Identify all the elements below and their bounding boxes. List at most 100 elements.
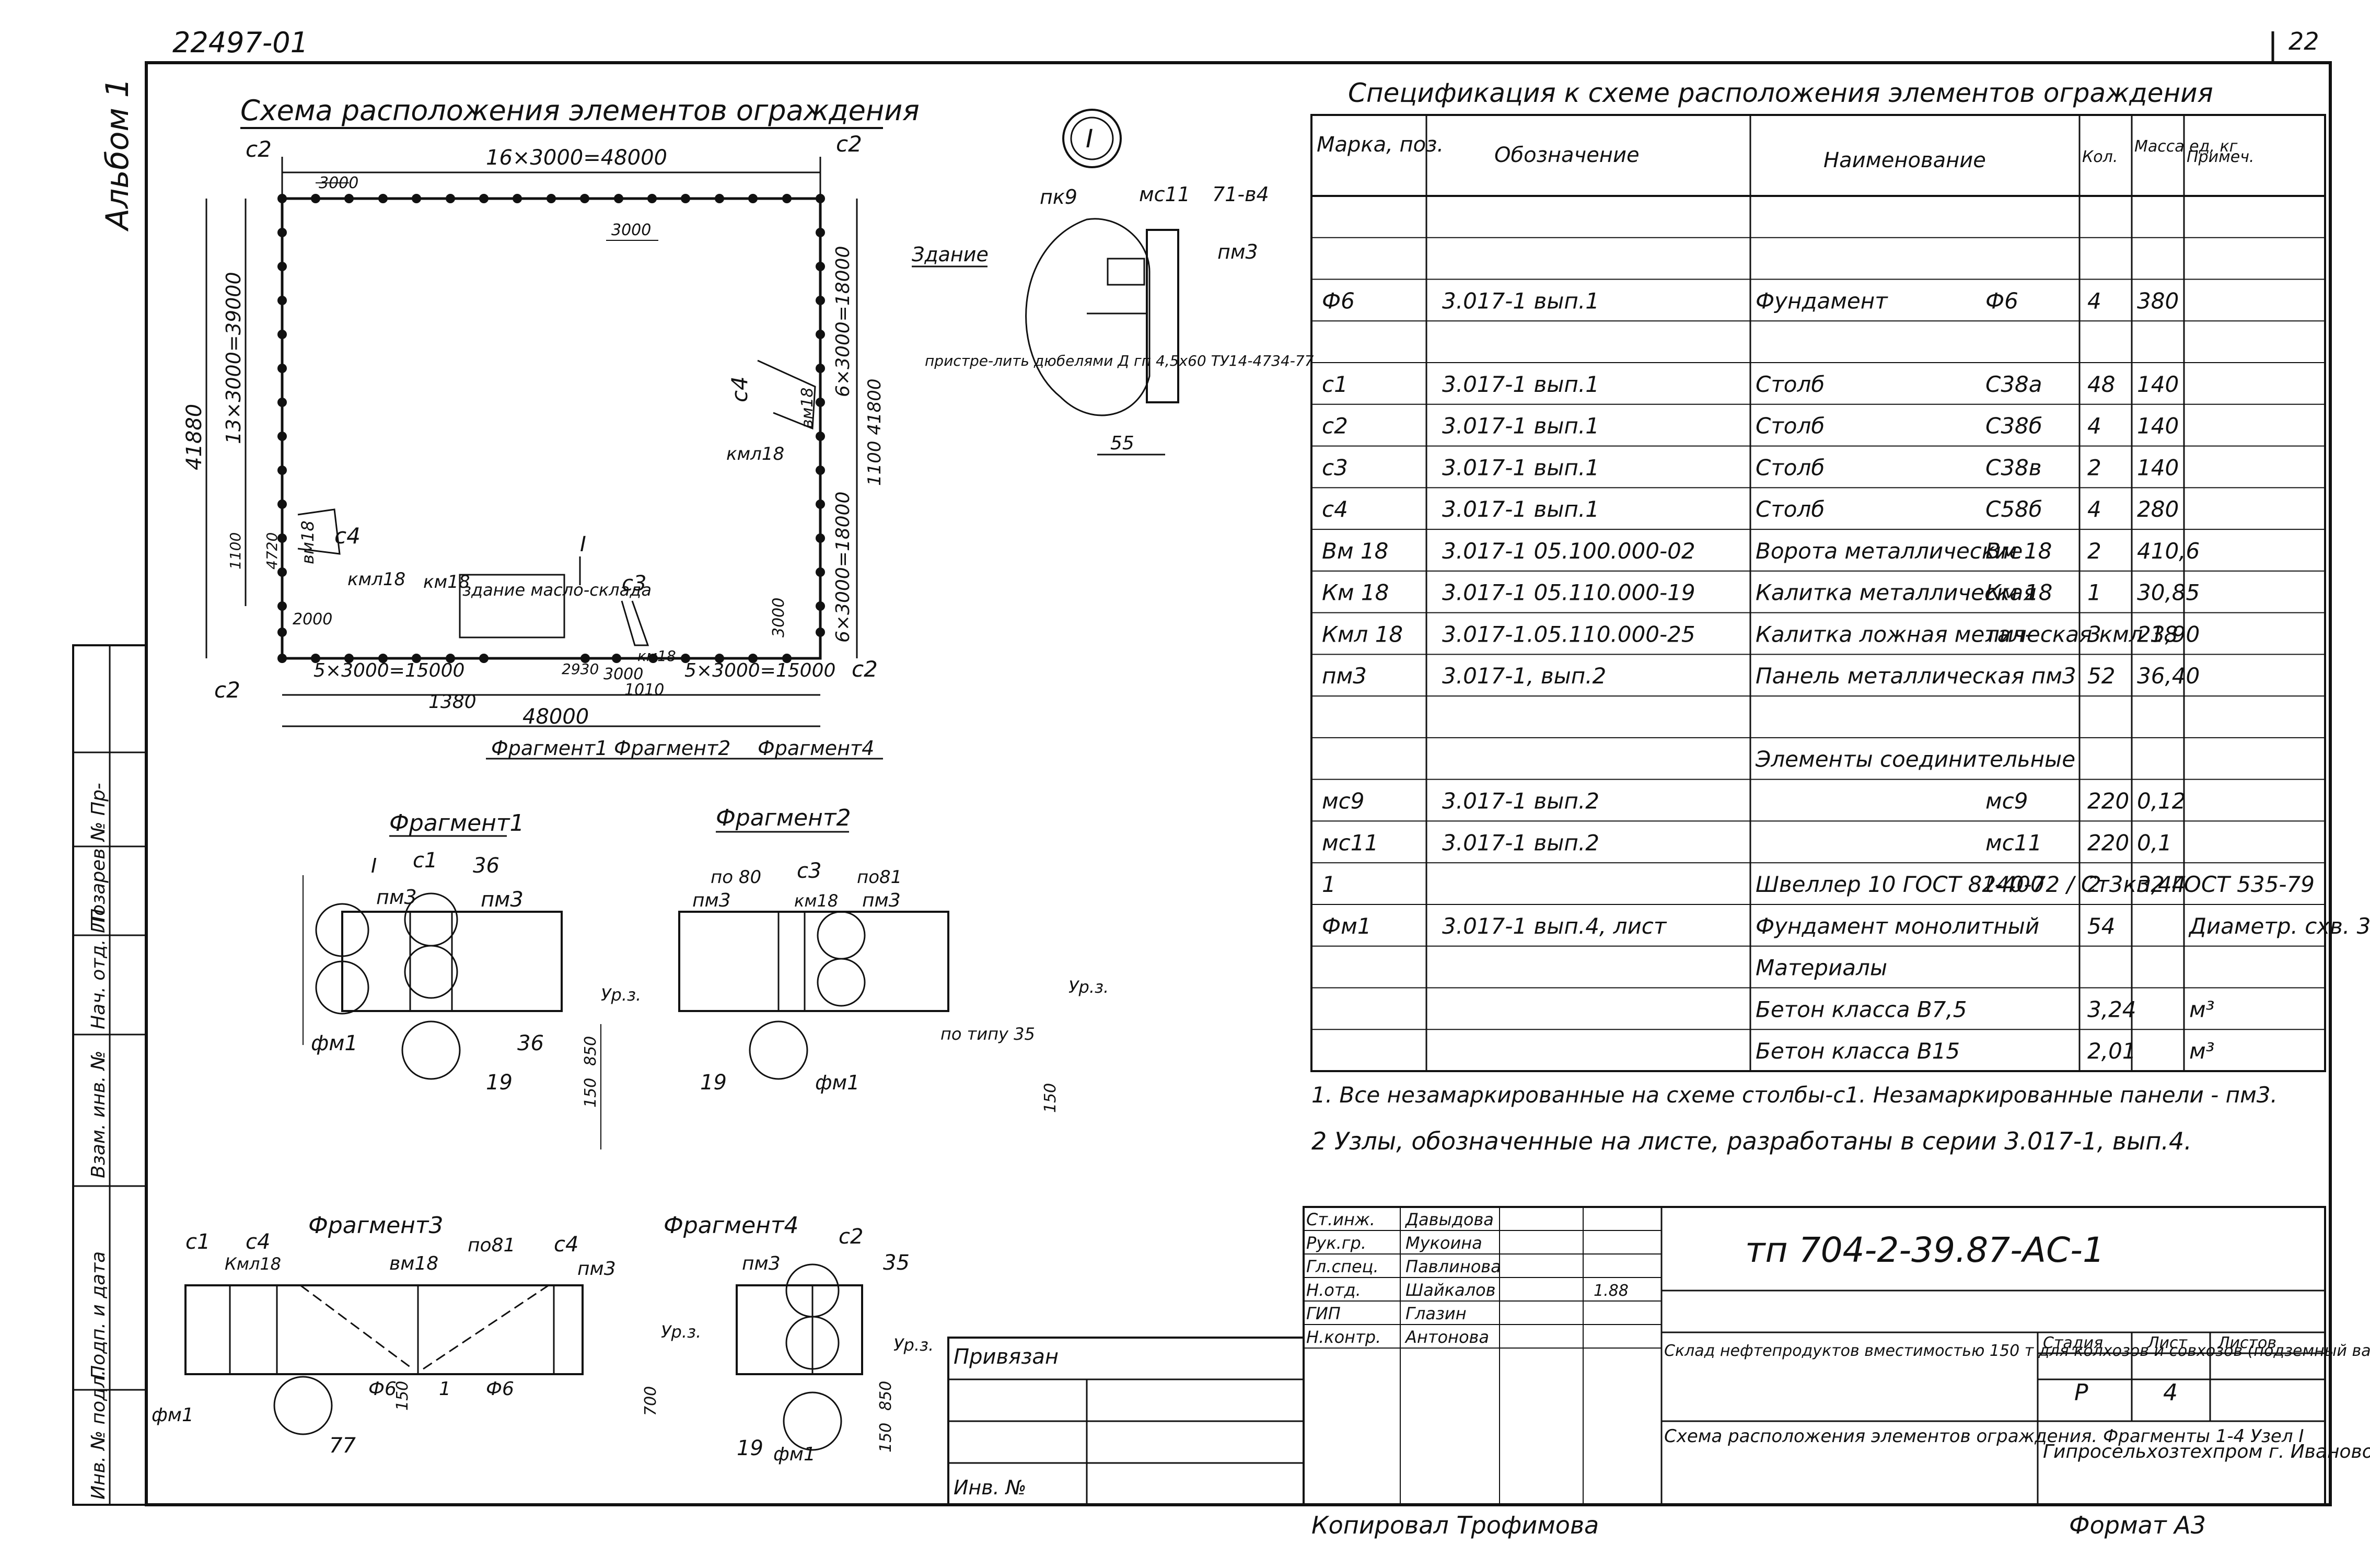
frag3-c1: с1 [185,1230,210,1254]
fragment-2: Фрагмент2 по 80 с3 по81 пм3 км18 пм3 по … [678,805,1109,1113]
label-kml18-right: кмл18 [726,444,784,464]
frag2-potipu: по типу 35 [940,1024,1035,1044]
spec-cell-qty: 2 [2087,872,2101,897]
spec-cell-name: Столб [1756,455,1825,480]
node-mark: I [1086,124,1093,154]
plan-fragment-4: Фрагмент4 [758,737,874,760]
frag2-po80: по 80 [711,867,761,888]
dim-1100: 1100 [227,532,244,570]
spec-cell-code: 3.017-1 вып.1 [1442,371,1599,397]
frag4-pm3: пм3 [742,1253,781,1274]
spec-cell-name: Швеллер 10 ГОСТ 8240-72 / Ст3кп2 ГОСТ 53… [1756,872,2315,897]
dim-bottom-48000: 48000 [522,705,589,729]
spec-cell-name2: С38б [1985,413,2042,439]
frag2-title: Фрагмент2 [716,805,851,831]
frag1-level: Ур.з. [601,985,641,1005]
spec-cell-name: Материалы [1756,955,1887,981]
spec-cell-qty: 1 [2087,580,2101,606]
spec-cell-mass: 0,12 [2137,788,2186,814]
frag3-pm3: пм3 [577,1258,616,1280]
col-mass: Масса ед, кг [2134,137,2238,156]
frag3-f6b: Ф6 [486,1378,514,1400]
col-name: Наименование [1823,148,1986,172]
node-mc11: мс11 [1139,183,1190,206]
frag2-km18: км18 [794,891,838,911]
label-c3: с3 [622,572,646,596]
spec-cell-code: 3.017-1 вып.2 [1442,788,1599,814]
stamp-col-0: Инв. № подл. [88,1370,109,1500]
fragment-3: Фрагмент3 с1 с4 Кмл18 вм18 по81 с4 пм3 ф… [152,1212,701,1458]
dim-bottom-1: 5×3000=15000 [313,660,464,681]
dim-right-2: 6×3000=18000 [832,492,854,643]
spec-cell-name2: мс9 [1985,788,2028,814]
spec-cell-qty: 4 [2087,496,2101,522]
frag1-pm3a: пм3 [376,886,417,909]
plan-title: Схема расположения элементов ограждения [240,94,920,127]
name-1: Мукоина [1405,1233,1482,1253]
spec-cell-code: 3.017-1 05.100.000-02 [1442,538,1695,564]
spec-cell-mark: с3 [1322,455,1348,480]
col-mark: Марка, поз. [1317,133,1444,157]
spec-cell-name2: С58б [1985,496,2042,522]
frag1-19: 19 [486,1071,513,1095]
stamp-col-4: Лозарев [88,848,109,931]
stamp-col-5: № Пр- [88,783,109,842]
title-project: Склад нефтепродуктов вместимостью 150 т … [1664,1342,2370,1360]
dim-right-1: 6×3000=18000 [832,246,854,397]
frag1-pm3b: пм3 [481,888,524,912]
spec-cell-name2: мс11 [1985,830,2042,855]
corner-bl: с2 [214,677,240,703]
spec-cell-code: 3.017-1 вып.4, лист [1442,913,1667,939]
fragment-4: Фрагмент4 с2 пм3 35 19 фм1 Ур.з. 850 150 [664,1212,934,1465]
node-mark-circle [1062,109,1122,168]
spec-cell-qty: 4 [2087,413,2101,439]
sheet-value: 4 [2163,1379,2178,1406]
spec-cell-name: Бетон класса В7,5 [1756,996,1967,1022]
bound-label: Привязан [954,1345,1059,1369]
frag4-150: 150 [877,1423,895,1453]
frag3-f6a: Ф6 [368,1378,397,1400]
spec-cell-qty: 54 [2087,913,2115,939]
frag4-fm1: фм1 [773,1444,816,1465]
role-4: ГИП [1306,1304,1341,1323]
frag1-36: 36 [473,854,499,878]
spec-cell-code: 3.017-1 вып.1 [1442,455,1599,480]
fence-posts [277,194,825,663]
spec-cell-qty: 48 [2087,371,2115,397]
frag3-1: 1 [439,1378,451,1400]
frag1-fm1: фм1 [311,1031,358,1055]
spec-cell-qty: 2,01 [2087,1038,2136,1064]
spec-cell-name2: лическая кмл 18 [1985,621,2178,647]
frag3-c4a: с4 [246,1230,270,1254]
frag3-title: Фрагмент3 [308,1212,444,1239]
frag2-c3: с3 [797,859,821,883]
spec-cell-mass: 30,85 [2137,580,2200,606]
spec-cell-name: Элементы соединительные [1755,747,2075,772]
col-code: Обозначение [1494,143,1640,167]
spec-cell-mass: 36,40 [2137,663,2200,689]
dim-bottom-2: 5×3000=15000 [684,660,835,681]
title-sheet-title: Схема расположения элементов ограждения.… [1664,1426,2304,1447]
spec-cell-mark: Фм1 [1322,913,1372,939]
stamp-col-3: Нач. отд. ГП [88,909,109,1029]
spec-cell-code: 3.017-1 вып.1 [1442,496,1599,522]
frag1-title: Фрагмент1 [389,810,525,837]
stamp-col-1: Подп. и дата [88,1251,109,1379]
label-vm18-left: вм18 [298,520,318,564]
spec-cell-name: Столб [1756,496,1825,522]
dim-bottom-1380: 1380 [428,691,477,713]
frag3-c4b: с4 [554,1233,578,1257]
frag2-po81: по81 [857,867,902,888]
building-outline [459,574,565,638]
dim-top: 16×3000=48000 [486,146,667,170]
spec-cell-code: 3.017-1 вып.1 [1442,413,1599,439]
spec-cell-name2: С38в [1985,455,2042,480]
spec-cell-note: Диаметр. схв. 300 мм [2188,913,2370,939]
frag1-c1: с1 [413,849,437,873]
name-3: Шайкалов [1405,1280,1495,1300]
spec-cell-name2: Км 18 [1985,580,2052,606]
role-2: Гл.спец. [1306,1257,1379,1276]
note-2: 2 Узлы, обозначенные на листе, разработа… [1311,1127,2192,1155]
node-I: I пк9 мс11 71-в4 пм3 Здание пристре-лить… [912,109,1314,456]
node-t1: 71-в4 [1212,183,1269,206]
